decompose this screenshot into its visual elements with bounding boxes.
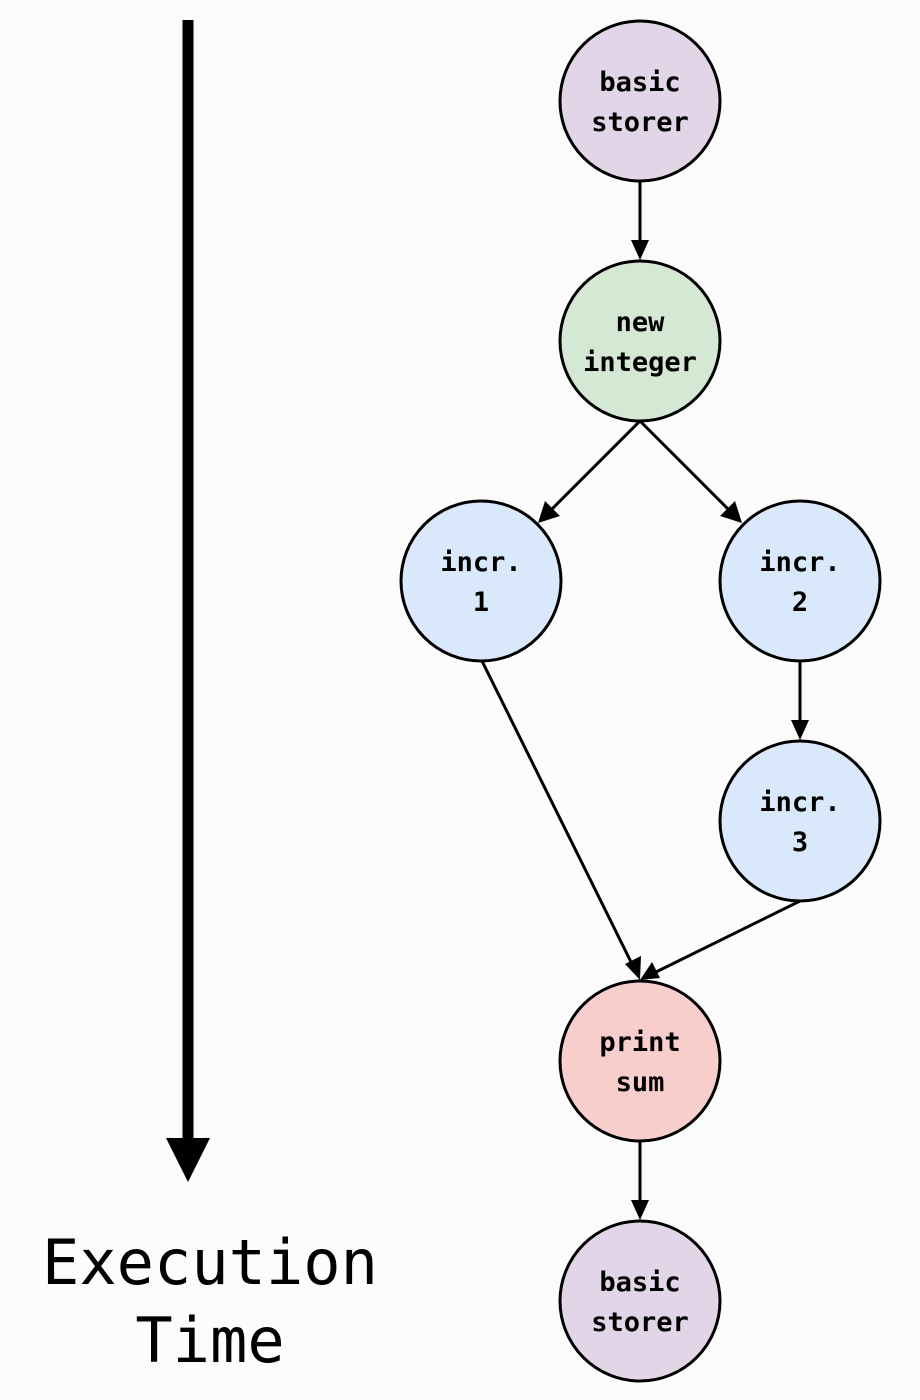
node-label-line1: basic [599,1267,680,1298]
time-axis: Execution Time [42,20,378,1377]
time-axis-label-line1: Execution [42,1226,378,1299]
node-label-line2: 1 [473,587,489,618]
node-circle [558,259,722,423]
node-label-line1: incr. [759,547,840,578]
node-label-line2: 2 [792,587,808,618]
node-label-line1: incr. [759,787,840,818]
node-label-line1: basic [599,67,680,98]
node-label-line1: print [599,1027,680,1058]
node-print-sum: print sum [558,979,722,1143]
edge-storer-to-new-integer [631,181,649,260]
time-axis-arrowhead [166,1138,210,1182]
node-label-line2: sum [616,1067,665,1098]
edge-new-integer-to-incr-2 [638,419,742,523]
edges [480,181,809,1220]
edge-incr-3-to-print-sum [640,899,801,980]
node-label-line2: storer [591,1307,689,1338]
edge-incr-2-to-incr-3 [791,661,809,740]
node-circle [558,1219,722,1383]
node-label-line1: new [616,307,666,338]
node-circle [558,979,722,1143]
node-circle [718,499,882,663]
node-incr-2: incr. 2 [718,499,882,663]
node-basic-storer-top: basic storer [558,19,722,183]
node-label-line2: storer [591,107,689,138]
edge-print-sum-to-storer [631,1141,649,1220]
edge-new-integer-to-incr-1 [538,419,642,523]
time-axis-label-line2: Time [135,1304,284,1377]
node-label-line2: integer [583,347,697,378]
node-incr-1: incr. 1 [399,499,563,663]
node-circle [399,499,563,663]
edge-incr-1-to-print-sum [480,660,641,980]
node-label-line2: 3 [792,827,808,858]
node-basic-storer-bottom: basic storer [558,1219,722,1383]
node-circle [558,19,722,183]
node-label-line1: incr. [440,547,521,578]
node-circle [718,739,882,903]
node-new-integer: new integer [558,259,722,423]
node-incr-3: incr. 3 [718,739,882,903]
